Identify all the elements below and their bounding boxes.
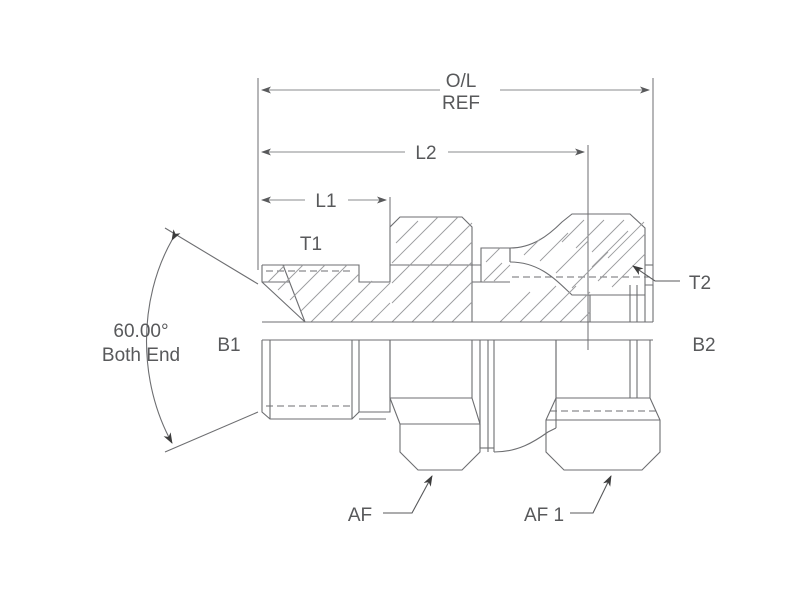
l1-label: L1 <box>315 191 336 212</box>
angle-note-label: Both End <box>102 345 180 366</box>
section-hatch-right <box>499 219 646 323</box>
angle-value-label: 60.00° <box>113 321 168 342</box>
leader-lines <box>383 265 680 514</box>
section-hatch-left <box>267 264 391 323</box>
t2-label: T2 <box>689 273 711 294</box>
fitting-upper-section <box>261 213 654 323</box>
b1-label: B1 <box>217 335 240 356</box>
overall-length-label-line2: REF <box>442 93 480 114</box>
b2-label: B2 <box>692 335 715 356</box>
section-hatch-center-left <box>391 216 473 323</box>
angle-dimension <box>146 227 259 453</box>
overall-length-label-line1: O/L <box>446 71 477 92</box>
af-label: AF <box>348 505 372 526</box>
fitting-lower-view <box>261 321 661 471</box>
af1-label: AF 1 <box>524 505 564 526</box>
t1-label: T1 <box>300 234 322 255</box>
l2-label: L2 <box>415 143 436 164</box>
